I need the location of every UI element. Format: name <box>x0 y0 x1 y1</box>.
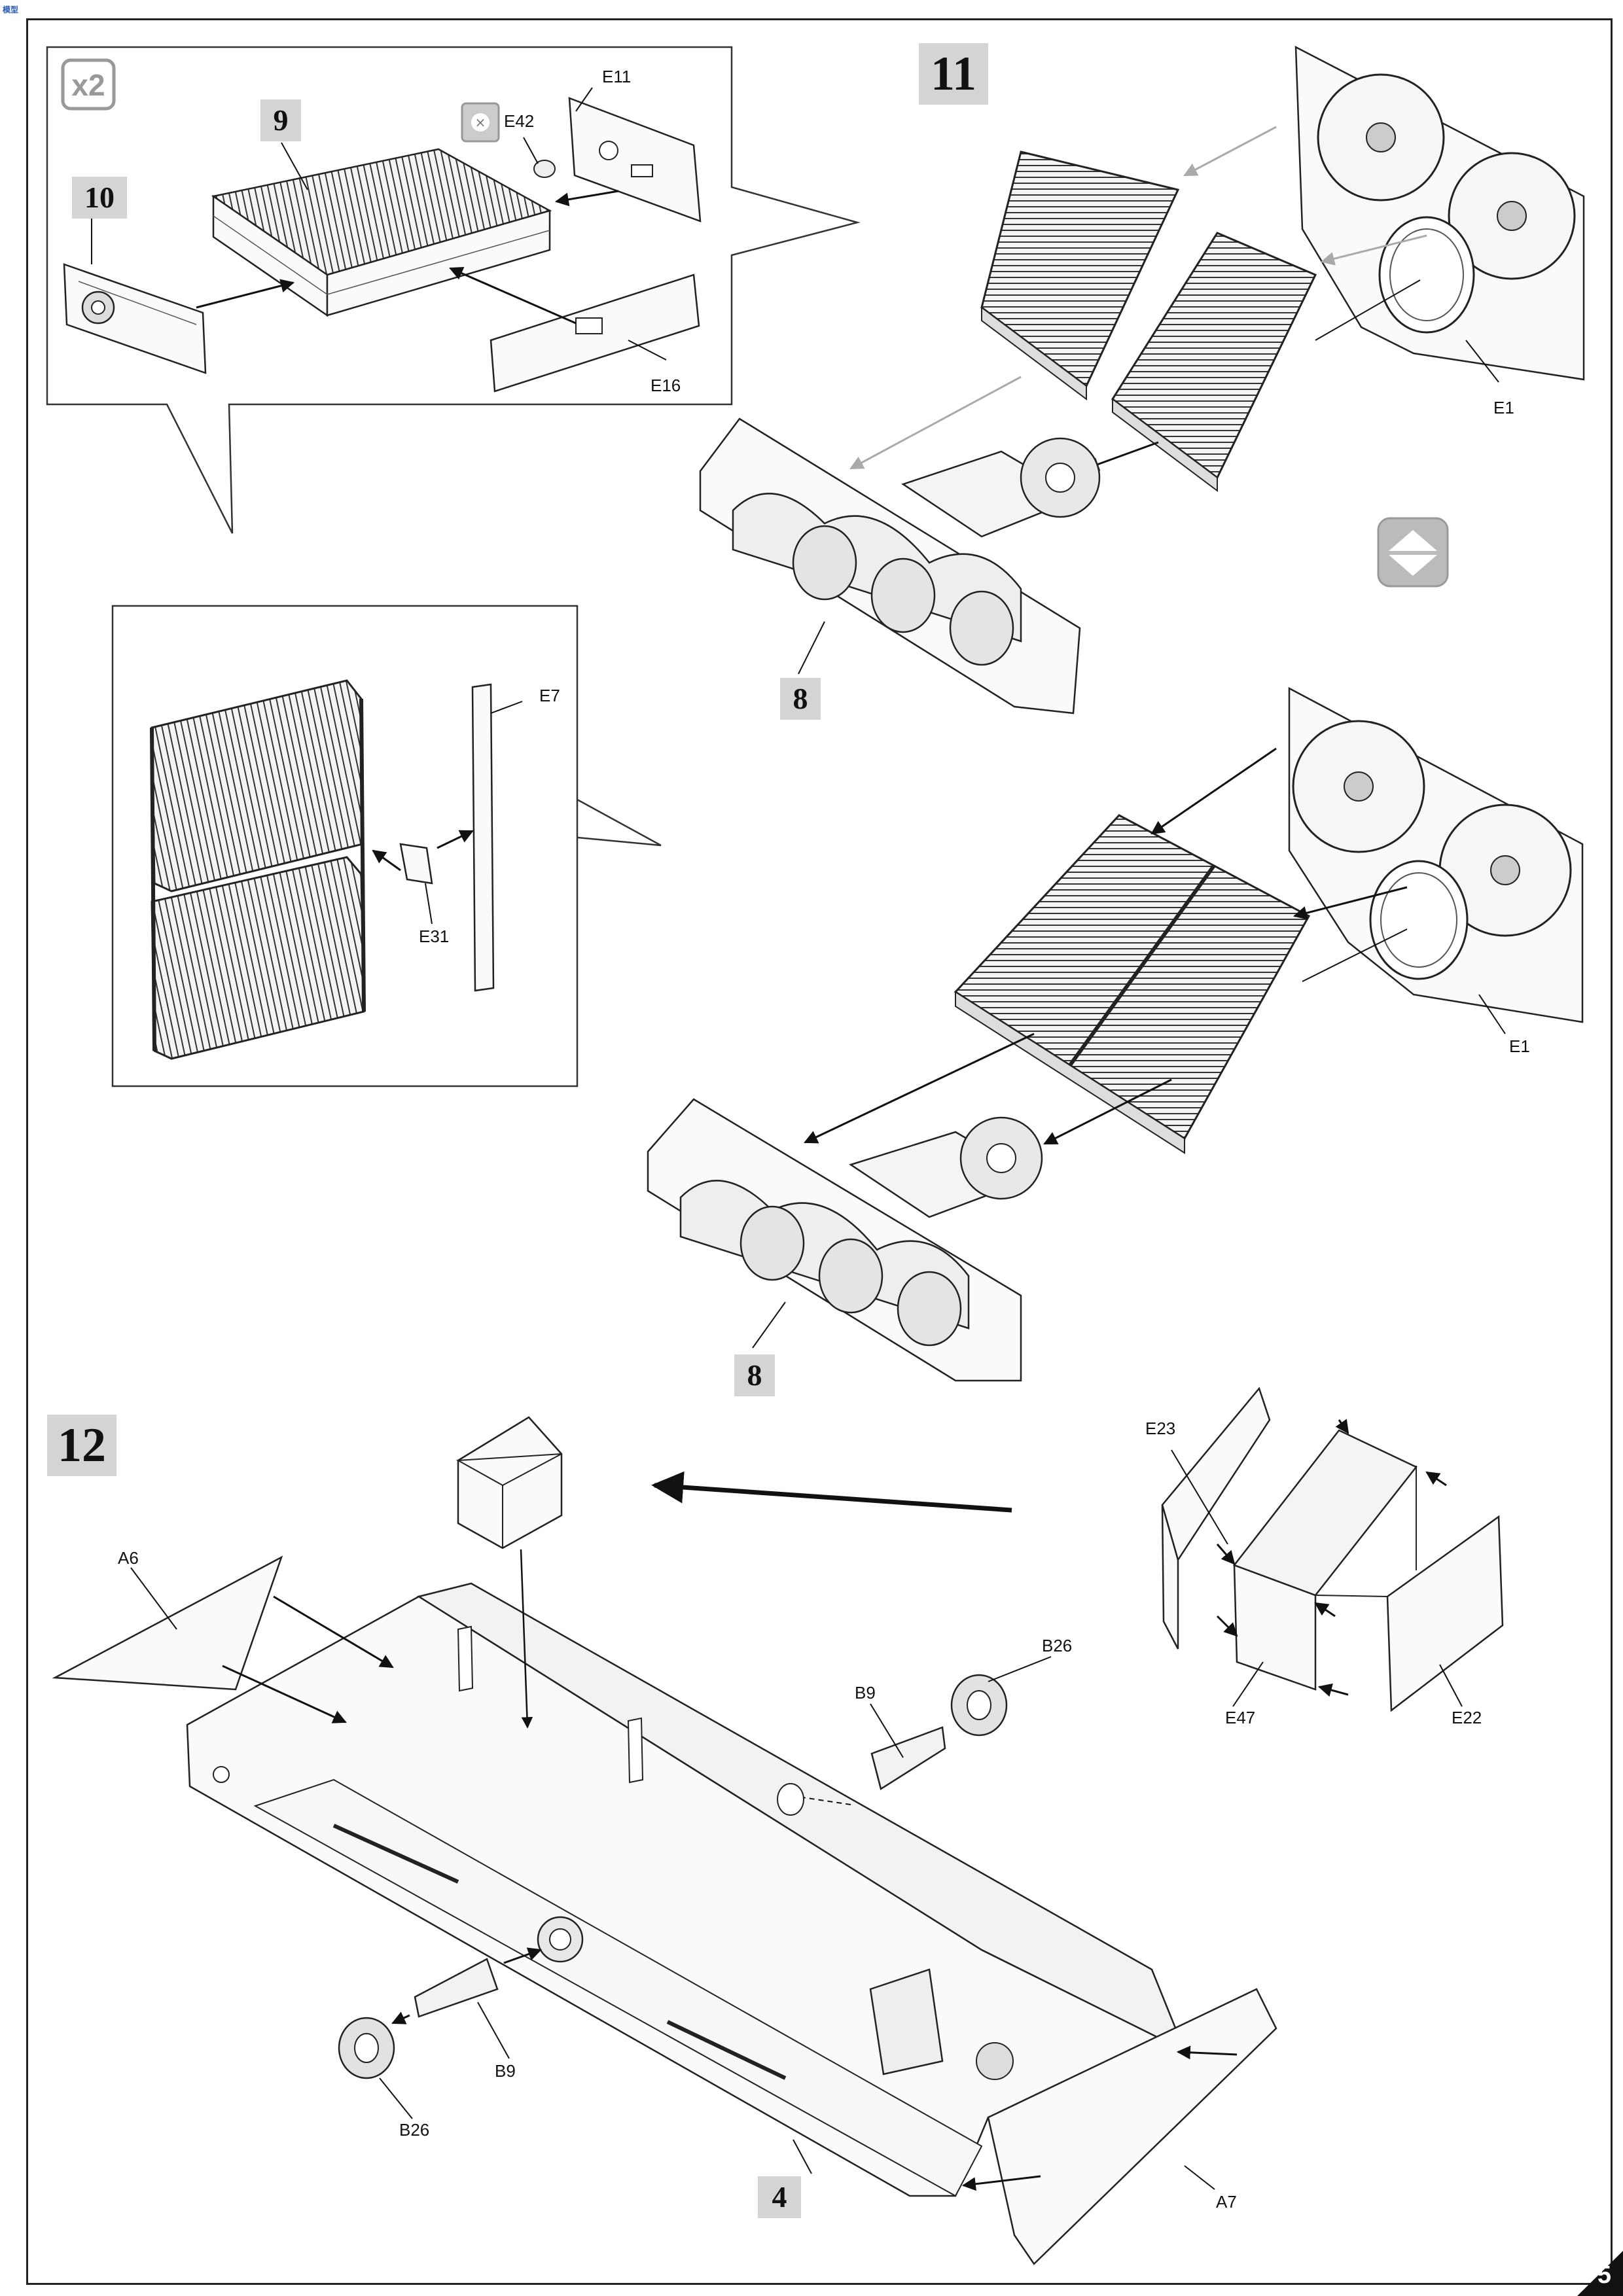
radiator-pair-detail <box>150 679 366 1060</box>
part-A7-label: A7 <box>1216 2192 1237 2212</box>
x2-icon: x2 <box>61 58 116 111</box>
engine-part-8-upper <box>699 417 1101 715</box>
hull-part-4 <box>186 1582 1187 2197</box>
page-number: 5 <box>1597 2261 1611 2289</box>
radiator-assembly-lower <box>954 814 1311 1154</box>
leader-lines <box>91 87 1506 2190</box>
svg-text:×: × <box>475 115 486 130</box>
engine-part-8-lower <box>647 1098 1043 1382</box>
fan-housing-E1-upper <box>1294 45 1585 381</box>
part-10-label: 10 <box>72 177 127 219</box>
part-B26-left-label: B26 <box>399 2120 430 2140</box>
plate-E11 <box>568 97 702 222</box>
flip-model-icon <box>1377 517 1449 588</box>
cone-B9-left <box>414 1958 499 2018</box>
clip-E31 <box>399 843 433 885</box>
side-plate-part-10 <box>63 263 207 374</box>
part-B26-right-label: B26 <box>1042 1636 1073 1655</box>
part-B9-right-label: B9 <box>855 1683 876 1703</box>
radiator-block-upper-1 <box>980 150 1180 400</box>
cut-remove-icon: × <box>461 102 500 143</box>
part-8-upper-label: 8 <box>780 678 821 720</box>
radiator-block-upper-2 <box>1111 232 1317 492</box>
site-logo: 模型 <box>3 5 19 14</box>
part-A6-label: A6 <box>118 1548 139 1568</box>
part-E16-label: E16 <box>651 376 681 395</box>
part-E1-upper-label: E1 <box>1493 398 1514 417</box>
part-E31-label: E31 <box>419 927 450 946</box>
part-E23-label: E23 <box>1145 1419 1176 1438</box>
box-E22 <box>1315 1466 1504 1712</box>
part-E1-lower-label: E1 <box>1509 1036 1530 1056</box>
box-E23 <box>1161 1386 1271 1650</box>
step-11-number: 11 <box>919 43 988 105</box>
page-frame <box>26 18 1613 2285</box>
page-number-badge: 5 <box>1558 2251 1623 2296</box>
box-assembly-small <box>455 1416 563 1549</box>
part-E11-label: E11 <box>602 67 632 86</box>
panel-E47 <box>1232 1429 1418 1691</box>
step-12-number: 12 <box>47 1415 116 1476</box>
part-E47-label: E47 <box>1225 1708 1256 1727</box>
plate-E16 <box>490 274 700 393</box>
part-4-label: 4 <box>758 2176 801 2218</box>
roller-B26-left <box>338 2017 395 2079</box>
cap-E42 <box>533 160 556 178</box>
svg-text:x2: x2 <box>71 68 105 102</box>
fan-housing-E1-lower <box>1288 686 1584 1023</box>
cone-B9-right <box>870 1726 946 1790</box>
part-E42-label: E42 <box>504 111 535 131</box>
part-8-lower-label: 8 <box>734 1354 775 1396</box>
part-E7-label: E7 <box>539 686 560 705</box>
glacis-plate-A6 <box>52 1555 283 1691</box>
part-E22-label: E22 <box>1452 1708 1482 1727</box>
part-B9-left-label: B9 <box>495 2061 516 2081</box>
radiator-part-9 <box>211 148 552 317</box>
part-9-label: 9 <box>260 99 301 141</box>
bracket-E7 <box>471 683 495 992</box>
roller-B26-right <box>950 1674 1008 1737</box>
rear-plate-A7 <box>987 1988 1277 2265</box>
